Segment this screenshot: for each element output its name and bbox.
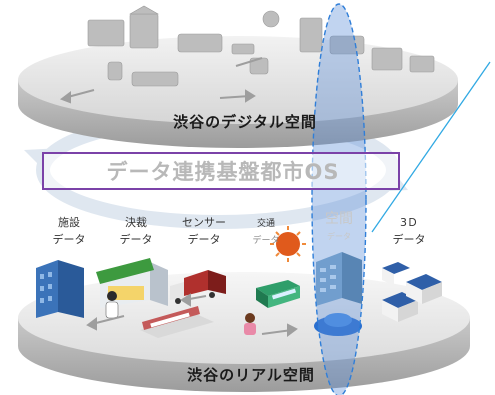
category-space-line2: データ — [327, 232, 351, 241]
callout-line — [371, 61, 491, 233]
bottom-platform-label: 渋谷のリアル空間 — [187, 366, 315, 384]
bus-icon — [256, 280, 300, 308]
space-data-highlight-ellipse — [311, 3, 367, 395]
office-building-icon — [36, 260, 84, 318]
category-facility-line2: データ — [52, 233, 86, 246]
top-platform-disc — [18, 5, 458, 148]
sun-icon — [270, 226, 306, 262]
truck-icon — [170, 270, 226, 304]
car-icon — [314, 313, 362, 336]
category-settlement-line1: 決裁 — [125, 216, 147, 229]
category-space: 空間 データ — [316, 210, 362, 245]
person-icon-1 — [105, 291, 119, 319]
category-settlement-line2: データ — [119, 233, 153, 246]
real-city-objects — [36, 226, 442, 338]
city-os-label: データ連携基盤都市OS — [106, 160, 340, 184]
digital-city-objects — [87, 5, 435, 87]
real-flow-arrows — [86, 293, 298, 337]
category-facility-line1: 施設 — [58, 216, 80, 229]
category-sensor-line1: センサー — [182, 216, 226, 229]
category-settlement: 決裁 データ — [110, 214, 162, 248]
shop-icon — [96, 258, 168, 308]
person-icon-2 — [244, 313, 256, 335]
train-icon — [140, 306, 214, 338]
apartment-building-icon — [316, 252, 362, 306]
category-facility: 施設 データ — [46, 214, 92, 248]
category-3d: 3Ｄ データ — [386, 214, 432, 248]
category-3d-line2: データ — [392, 233, 426, 246]
category-traffic-line1: 交通 — [256, 219, 275, 229]
solar-houses-icon — [382, 262, 442, 322]
category-traffic: 交通 データ — [246, 216, 286, 250]
category-sensor: センサー データ — [168, 214, 240, 248]
city-os-box: データ連携基盤都市OS — [42, 152, 400, 190]
top-platform-label: 渋谷のデジタル空間 — [173, 113, 317, 131]
category-sensor-line2: データ — [187, 233, 221, 246]
digital-flow-arrows — [59, 57, 263, 104]
category-space-line1: 空間 — [325, 211, 353, 227]
category-traffic-line2: データ — [252, 236, 280, 246]
category-3d-line1: 3Ｄ — [400, 216, 418, 229]
